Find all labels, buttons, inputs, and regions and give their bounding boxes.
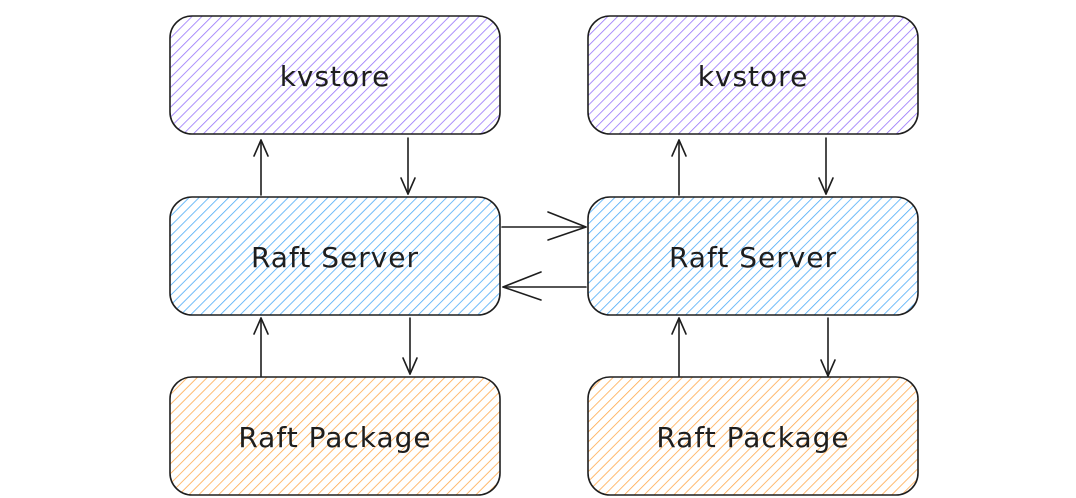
- right-kvstore-box: kvstore: [587, 15, 919, 135]
- right-raft-server-label: Raft Server: [669, 241, 837, 274]
- arrow-left-kvstore-to-server: [400, 137, 416, 195]
- right-raft-package-box: Raft Package: [587, 376, 919, 496]
- arrow-left-server-to-kvstore: [253, 139, 269, 196]
- right-kvstore-label: kvstore: [698, 60, 809, 93]
- left-raft-server-label: Raft Server: [251, 241, 419, 274]
- right-raft-package-label: Raft Package: [656, 421, 849, 454]
- arrow-left-package-to-server: [253, 317, 269, 377]
- left-raft-package-label: Raft Package: [238, 421, 431, 454]
- left-raft-server-box: Raft Server: [169, 196, 501, 316]
- left-kvstore-label: kvstore: [280, 60, 391, 93]
- arrow-right-server-to-kvstore: [671, 139, 687, 196]
- arrow-right-server-to-package: [820, 317, 836, 377]
- left-raft-package-box: Raft Package: [169, 376, 501, 496]
- left-kvstore-box: kvstore: [169, 15, 501, 135]
- arrow-right-kvstore-to-server: [818, 137, 834, 195]
- right-raft-server-box: Raft Server: [587, 196, 919, 316]
- arrow-right-package-to-server: [671, 317, 687, 377]
- arrow-right-server-to-left-server: [502, 271, 587, 301]
- arrow-left-server-to-package: [402, 317, 418, 375]
- arrow-left-server-to-right-server: [501, 211, 587, 241]
